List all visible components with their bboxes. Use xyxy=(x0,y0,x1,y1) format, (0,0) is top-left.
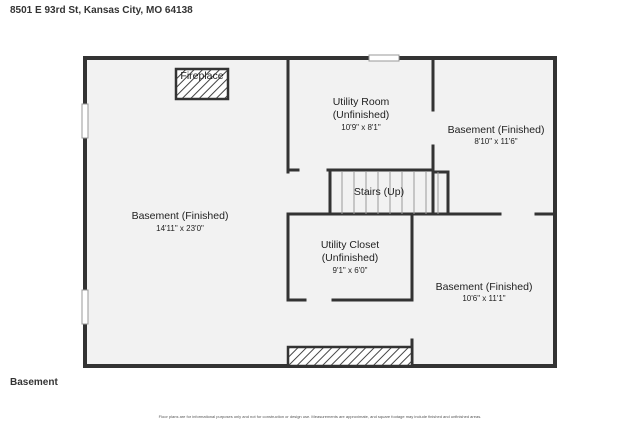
utility-closet-dims: 9'1" x 6'0" xyxy=(333,266,368,275)
utility-closet-label: Utility Closet xyxy=(321,239,379,251)
utility-room-label: Utility Room xyxy=(333,96,390,108)
fireplace-hatch xyxy=(174,67,230,101)
basement-se-label: Basement (Finished) xyxy=(436,281,533,293)
basement-main-label: Basement (Finished) xyxy=(132,210,229,222)
floor-area xyxy=(85,58,555,366)
fireplace-label: Fireplace xyxy=(180,70,223,82)
utility-closet-sub: (Unfinished) xyxy=(322,252,379,264)
stair-treads xyxy=(341,172,439,214)
stairs-label: Stairs (Up) xyxy=(354,186,404,198)
interior-walls xyxy=(286,58,557,368)
utility-room-dims: 10'9" x 8'1" xyxy=(341,123,381,132)
floor-name: Basement xyxy=(10,377,58,388)
disclaimer: Floor plans are for informational purpos… xyxy=(158,414,482,419)
built-in-hatch xyxy=(286,345,414,368)
basement-ne-label: Basement (Finished) xyxy=(448,124,545,136)
basement-se-dims: 10'6" x 11'1" xyxy=(462,294,505,303)
windows xyxy=(81,54,400,325)
property-address: 8501 E 93rd St, Kansas City, MO 64138 xyxy=(10,5,193,16)
basement-main-dims: 14'11" x 23'0" xyxy=(156,224,204,233)
utility-room-sub: (Unfinished) xyxy=(333,109,390,121)
basement-ne-dims: 8'10" x 11'6" xyxy=(474,137,517,146)
